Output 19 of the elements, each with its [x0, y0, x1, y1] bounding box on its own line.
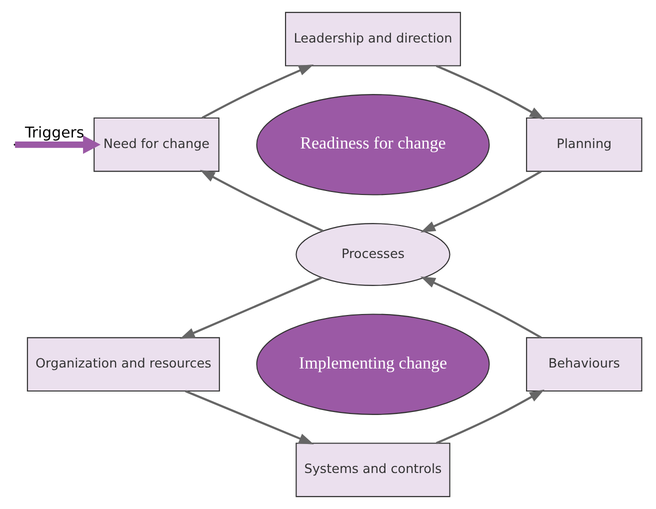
node-box: Leadership and direction [285, 12, 461, 66]
arrow [420, 170, 542, 232]
node-box: Behaviours [526, 337, 642, 392]
arrow [200, 170, 324, 232]
node-ellipse: Processes [296, 223, 450, 286]
node-box: Planning [526, 117, 642, 172]
arrow [180, 276, 322, 339]
arrow [420, 276, 542, 339]
arrow [15, 135, 101, 154]
node-ellipse: Readiness for change [256, 94, 490, 196]
arrow [185, 390, 314, 444]
node-box: Organization and resources [26, 337, 220, 392]
node-box: Systems and controls [296, 442, 450, 498]
arrow [436, 389, 544, 444]
arrow [436, 64, 544, 120]
node-box: Need for change [94, 117, 220, 172]
edge-label: Triggers [24, 123, 84, 142]
node-ellipse: Implementing change [256, 314, 490, 415]
arrow [202, 64, 314, 119]
